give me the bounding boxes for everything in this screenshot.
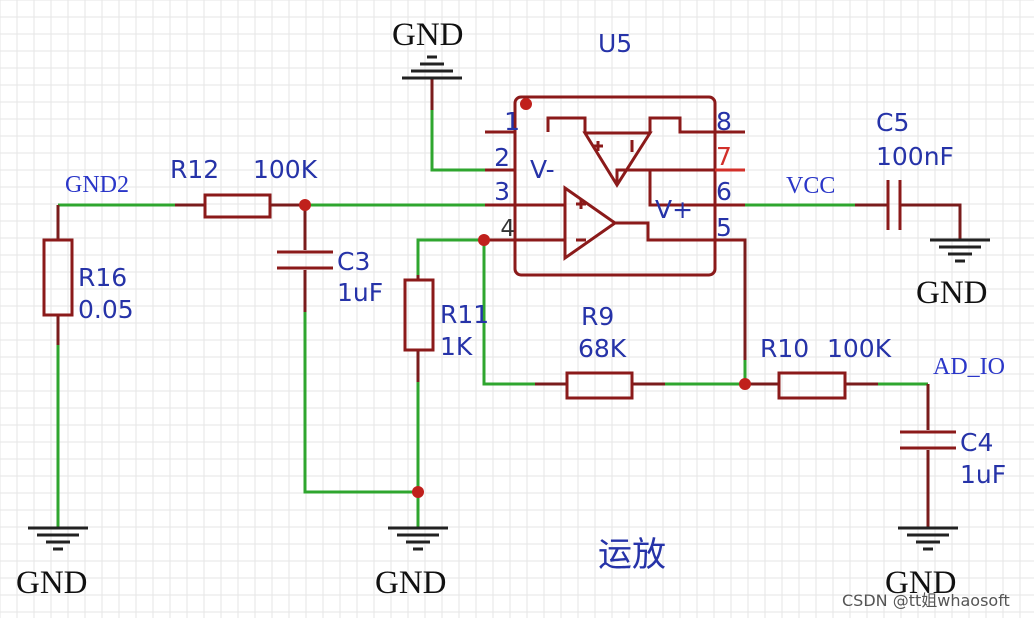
c4-value-label: 1uF	[960, 460, 1006, 489]
resistor-r12	[203, 193, 272, 219]
r10-ref-label: R10	[760, 334, 809, 363]
resistor-r11	[403, 278, 435, 352]
chip-u5: 1 2 3 4 5 6 7 8 V- V+ U5	[485, 29, 745, 277]
pin-label-1: 1	[504, 107, 520, 136]
gnd-label-top: GND	[392, 17, 464, 53]
net-label-vcc: VCC	[786, 173, 835, 199]
r9-value-label: 68K	[578, 334, 627, 363]
capacitor-c4	[900, 430, 956, 450]
junction-dot	[299, 199, 311, 211]
pin-label-7: 7	[716, 142, 732, 171]
c5-ref-label: C5	[876, 108, 909, 137]
opamp-lower-inputs	[515, 203, 565, 242]
chip-left-pins	[485, 130, 515, 242]
ground-icon	[898, 526, 958, 551]
watermark-text: CSDN @tt姐whaosoft	[842, 591, 1010, 610]
junction-dot	[739, 378, 751, 390]
ground-icon	[930, 238, 990, 263]
r10-value-label: 100K	[827, 334, 892, 363]
resistor-r9	[565, 371, 634, 400]
schematic-title: 运放	[598, 535, 666, 575]
ground-symbols	[28, 55, 990, 551]
opamp-upper-signs	[593, 140, 634, 152]
pin-label-2: 2	[494, 143, 510, 172]
chip-vplus-label: V+	[655, 195, 693, 224]
pin-label-4: 4	[500, 216, 515, 242]
pin-label-5: 5	[716, 213, 732, 242]
wire-c5-right	[900, 203, 962, 240]
gnd-label-c5: GND	[916, 275, 988, 311]
net-label-gnd2: GND2	[65, 172, 129, 198]
r16-ref-label: R16	[78, 263, 127, 292]
c5-value-label: 100nF	[876, 142, 954, 171]
r12-value-label: 100K	[253, 155, 318, 184]
pin1-marker	[520, 98, 532, 110]
opamp-upper-inputs	[546, 116, 715, 134]
opamp-upper-icon	[582, 131, 653, 188]
opamp-lower-signs	[576, 199, 586, 242]
junction-dot	[478, 234, 490, 246]
resistor-r16	[42, 238, 74, 317]
junction-dot	[412, 486, 424, 498]
resistor-r10	[777, 371, 847, 400]
r9-ref-label: R9	[581, 302, 614, 331]
opamp-lower-output	[615, 221, 715, 242]
r16-value-label: 0.05	[78, 295, 134, 324]
chip-ref-label: U5	[598, 29, 632, 58]
pin-label-6: 6	[716, 177, 732, 206]
chip-body	[513, 95, 717, 277]
pin-label-3: 3	[494, 177, 510, 206]
gnd-label-r16: GND	[16, 565, 88, 601]
net-label-ad-io: AD_IO	[933, 354, 1005, 380]
r11-ref-label: R11	[440, 300, 489, 329]
c4-ref-label: C4	[960, 428, 993, 457]
c3-value-label: 1uF	[337, 278, 383, 307]
chip-right-pins	[715, 130, 745, 242]
wire-pin5	[715, 238, 747, 360]
c3-ref-label: C3	[337, 247, 370, 276]
wire-r9-left	[482, 240, 535, 386]
chip-vminus-label: V-	[530, 155, 555, 184]
capacitor-c3	[277, 250, 333, 270]
pin-label-8: 8	[716, 107, 732, 136]
r12-ref-label: R12	[170, 155, 219, 184]
gnd-label-r11: GND	[375, 565, 447, 601]
ground-icon	[28, 526, 88, 551]
capacitor-c5	[886, 180, 902, 230]
wire-pin4-net	[416, 238, 498, 275]
opamp-lower-icon	[563, 185, 618, 261]
opamp-upper-output	[615, 168, 715, 207]
ground-icon	[388, 526, 448, 551]
wire-pin2	[430, 110, 485, 172]
r11-value-label: 1K	[440, 332, 473, 361]
ground-icon	[402, 55, 462, 80]
wire-c3-to-gnd	[303, 312, 418, 494]
gnd-label-c4: GND	[885, 565, 957, 601]
